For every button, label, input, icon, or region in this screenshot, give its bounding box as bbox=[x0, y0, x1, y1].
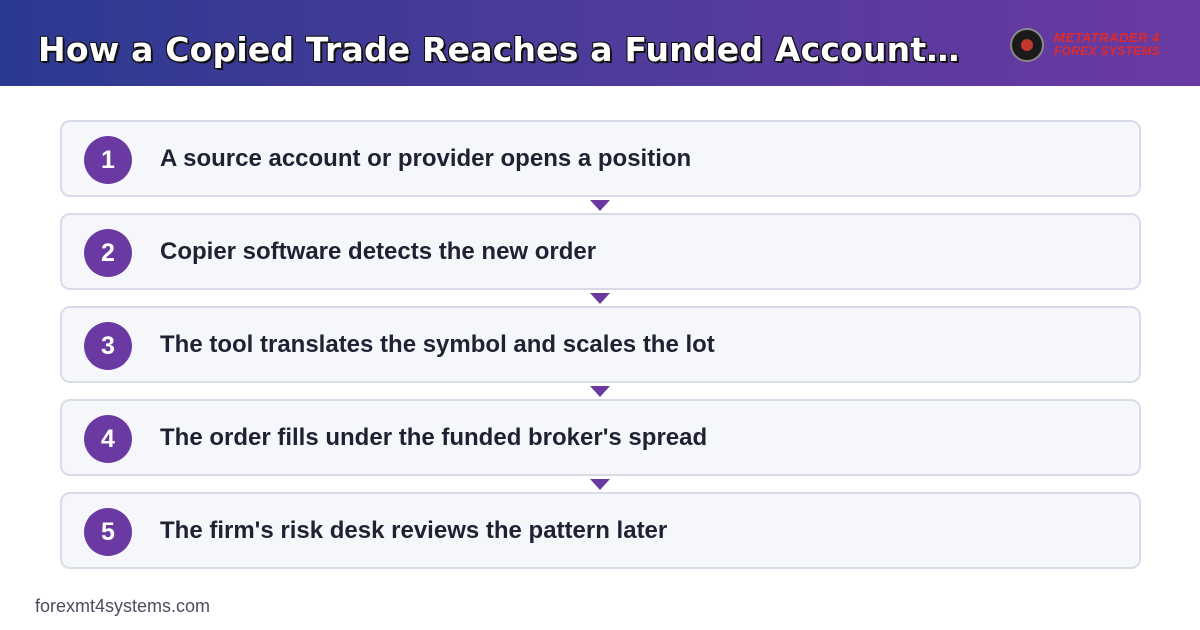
step-card-4: 4 The order fills under the funded broke… bbox=[60, 399, 1141, 476]
step-text: Copier software detects the new order bbox=[160, 238, 597, 265]
step-number-badge: 5 bbox=[84, 508, 132, 556]
step-text: A source account or provider opens a pos… bbox=[160, 145, 692, 172]
down-arrow-icon bbox=[590, 479, 610, 490]
logo-text-line2: FOREX SYSTEMS bbox=[1054, 44, 1160, 58]
step-text: The order fills under the funded broker'… bbox=[160, 424, 708, 451]
step-card-2: 2 Copier software detects the new order bbox=[60, 213, 1141, 290]
step-text: The tool translates the symbol and scale… bbox=[160, 331, 715, 358]
step-number-badge: 3 bbox=[84, 322, 132, 370]
footer-site-link[interactable]: forexmt4systems.com bbox=[35, 596, 211, 616]
down-arrow-icon bbox=[590, 200, 610, 211]
page-title: How a Copied Trade Reaches a Funded Acco… bbox=[38, 30, 960, 69]
step-card-5: 5 The firm's risk desk reviews the patte… bbox=[60, 492, 1141, 569]
step-card-3: 3 The tool translates the symbol and sca… bbox=[60, 306, 1141, 383]
down-arrow-icon bbox=[590, 386, 610, 397]
step-number-badge: 2 bbox=[84, 229, 132, 277]
logo-emblem-icon bbox=[1010, 28, 1044, 62]
brand-logo[interactable]: METATRADER 4 FOREX SYSTEMS bbox=[1010, 26, 1180, 64]
down-arrow-icon bbox=[590, 293, 610, 304]
step-number-badge: 4 bbox=[84, 415, 132, 463]
step-text: The firm's risk desk reviews the pattern… bbox=[160, 517, 668, 544]
step-number-badge: 1 bbox=[84, 136, 132, 184]
header-banner: How a Copied Trade Reaches a Funded Acco… bbox=[0, 0, 1200, 86]
logo-text-line1: METATRADER 4 bbox=[1054, 30, 1160, 45]
step-card-1: 1 A source account or provider opens a p… bbox=[60, 120, 1141, 197]
